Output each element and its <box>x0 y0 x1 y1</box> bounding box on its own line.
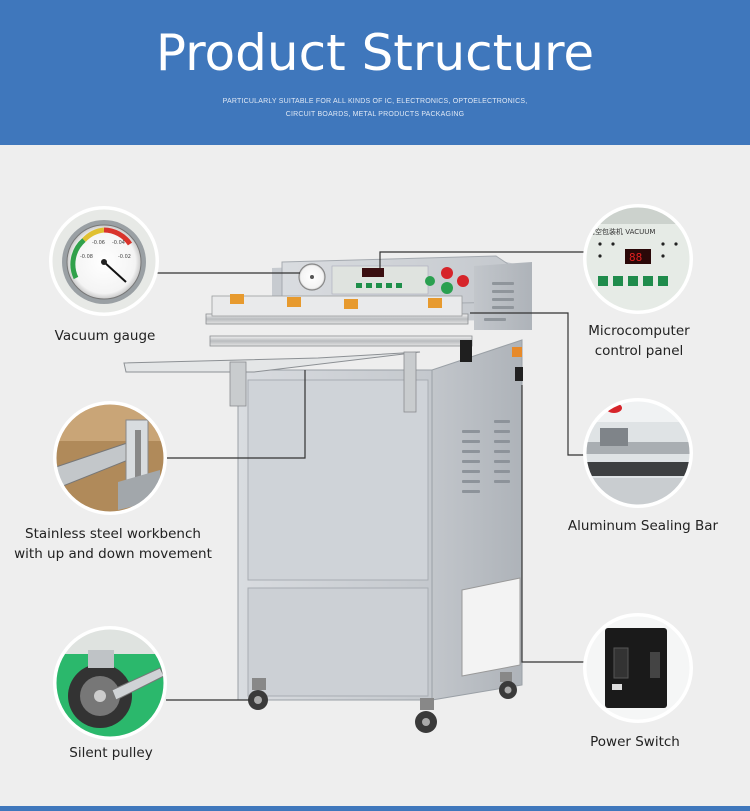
workbench-callout-image <box>53 401 167 515</box>
power-switch-callout-image <box>583 613 693 723</box>
header-banner: Product Structure PARTICULARLY SUITABLE … <box>0 0 750 145</box>
leader-power-switch <box>521 385 585 663</box>
page-title: Product Structure <box>155 24 595 82</box>
svg-text:-0.02: -0.02 <box>118 254 131 260</box>
svg-text:-0.04: -0.04 <box>112 240 125 246</box>
silent-pulley-callout-image <box>53 626 167 740</box>
footer-accent-bar <box>0 806 750 811</box>
power-switch-label: Power Switch <box>590 734 680 750</box>
vacuum-gauge-label: Vacuum gauge <box>54 328 156 344</box>
leader-sealing-bar <box>470 312 585 456</box>
leader-workbench <box>164 370 306 459</box>
workbench-label: Stainless steel workbench with up and do… <box>14 526 212 562</box>
svg-text:-0.06: -0.06 <box>92 240 105 246</box>
subtitle-line-1: PARTICULARLY SUITABLE FOR ALL KINDS OF I… <box>222 98 528 105</box>
panel-display: 88 <box>629 251 642 264</box>
panel-title-text: 真空包装机 VACUUM <box>588 227 655 236</box>
control-panel-label: Microcomputer control panel <box>588 323 690 359</box>
sealing-bar-callout-image <box>583 398 693 508</box>
svg-text:-0.08: -0.08 <box>80 254 93 260</box>
vacuum-machine <box>123 255 532 733</box>
vacuum-gauge-callout-image: -0.06 -0.04 -0.08 -0.02 <box>49 206 159 316</box>
leader-control-panel <box>379 251 585 268</box>
sealing-bar-label: Aluminum Sealing Bar <box>567 518 719 534</box>
subtitle-line-2: CIRCUIT BOARDS, METAL PRODUCTS PACKAGING <box>285 111 465 118</box>
silent-pulley-label: Silent pulley <box>69 745 153 761</box>
control-panel-callout-image: 真空包装机 VACUUM 88 <box>583 204 693 314</box>
